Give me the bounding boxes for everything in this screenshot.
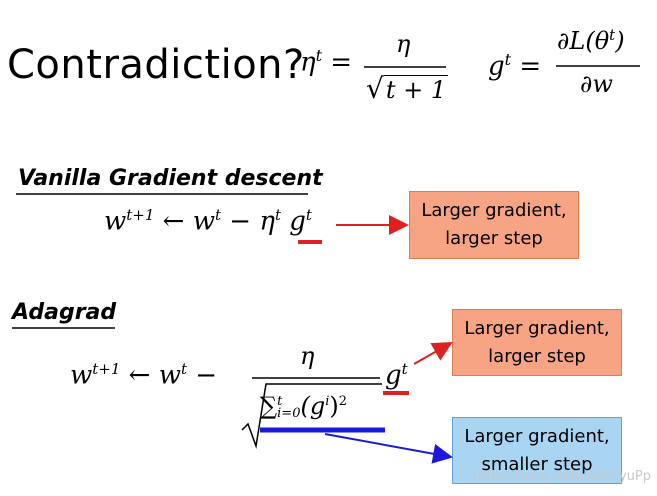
equals-sign: = xyxy=(330,47,353,78)
adagrad-blue-arrow xyxy=(324,433,453,464)
vanilla-note-line2: larger step xyxy=(445,228,543,249)
adagrad-g-symbol: g xyxy=(385,360,402,391)
sum-sup-i: i xyxy=(325,394,330,409)
g-symbol: g xyxy=(488,51,505,82)
w-symbol: w xyxy=(104,206,127,237)
adagrad-bottom-line1: Larger gradient, xyxy=(464,425,610,447)
adagrad-heading: Adagrad xyxy=(12,300,117,325)
adagrad-note-box-top: Larger gradient, larger step xyxy=(452,309,622,376)
slide-title: Contradiction? xyxy=(7,42,305,88)
sum-paren: (g xyxy=(300,392,326,420)
adagrad-sqrt-icon xyxy=(241,383,382,449)
adagrad-red-arrow xyxy=(413,342,453,365)
vanilla-heading: Vanilla Gradient descent xyxy=(18,166,323,191)
w-symbol-2: w xyxy=(192,206,215,237)
adagrad-numerator: η xyxy=(300,342,315,370)
eta-definition: ηt = xyxy=(300,46,352,78)
g-term: g xyxy=(289,206,306,237)
adagrad-g: gt xyxy=(385,360,408,391)
equals-sign-2: = xyxy=(519,51,542,82)
adagrad-lhs: wt+1 ← wt − xyxy=(70,360,217,391)
adagrad-minus: − xyxy=(195,360,218,391)
eta-sup: t xyxy=(315,46,323,65)
assign-arrow: ← xyxy=(162,206,185,237)
g-numerator-text: ∂L(θ xyxy=(557,27,610,55)
g-numerator-sup: t xyxy=(609,26,616,44)
sqrt-icon: √ xyxy=(366,72,384,105)
w-sup-t: t xyxy=(215,206,222,224)
adagrad-top-line2: larger step xyxy=(488,345,586,367)
adagrad-bottom-line2: smaller step xyxy=(481,453,593,475)
w-sup-t1: t+1 xyxy=(126,206,155,224)
adagrad-w-sup-t: t xyxy=(181,360,188,378)
minus-sign: − xyxy=(229,206,252,237)
g-definition: gt = xyxy=(488,50,541,82)
vanilla-note-line1: Larger gradient, xyxy=(421,200,567,221)
eta-term: η xyxy=(259,206,275,237)
sum-lower: i=0 xyxy=(277,405,301,421)
g-sup: t xyxy=(504,50,512,69)
adagrad-g-sup: t xyxy=(401,360,408,378)
g-denominator: ∂w xyxy=(580,70,613,98)
adagrad-w: w xyxy=(70,360,93,391)
g-term-sup: t xyxy=(305,206,312,224)
eta-denominator: √t + 1 xyxy=(366,72,449,105)
g-numerator-close: ) xyxy=(615,27,625,55)
vanilla-note-box: Larger gradient, larger step xyxy=(409,191,579,259)
sum-paren-close: ) xyxy=(329,392,339,420)
adagrad-note-box-bottom: Larger gradient, smaller step xyxy=(452,417,622,484)
g-numerator: ∂L(θt) xyxy=(557,26,625,55)
vanilla-formula: wt+1 ← wt − ηt gt xyxy=(104,206,312,237)
sum-sq: 2 xyxy=(338,394,348,409)
eta-term-sup: t xyxy=(274,206,281,224)
adagrad-arrow: ← xyxy=(128,360,151,391)
adagrad-w-sup-t1: t+1 xyxy=(92,360,121,378)
sum-upper: t xyxy=(277,393,283,409)
eta-numerator: η xyxy=(396,30,411,58)
adagrad-top-line1: Larger gradient, xyxy=(464,317,610,339)
adagrad-w-2: w xyxy=(158,360,181,391)
watermark: https://blog.csdn.net/zyuPp xyxy=(473,469,651,484)
eta-symbol: η xyxy=(300,47,316,78)
eta-denominator-text: t + 1 xyxy=(383,75,449,104)
